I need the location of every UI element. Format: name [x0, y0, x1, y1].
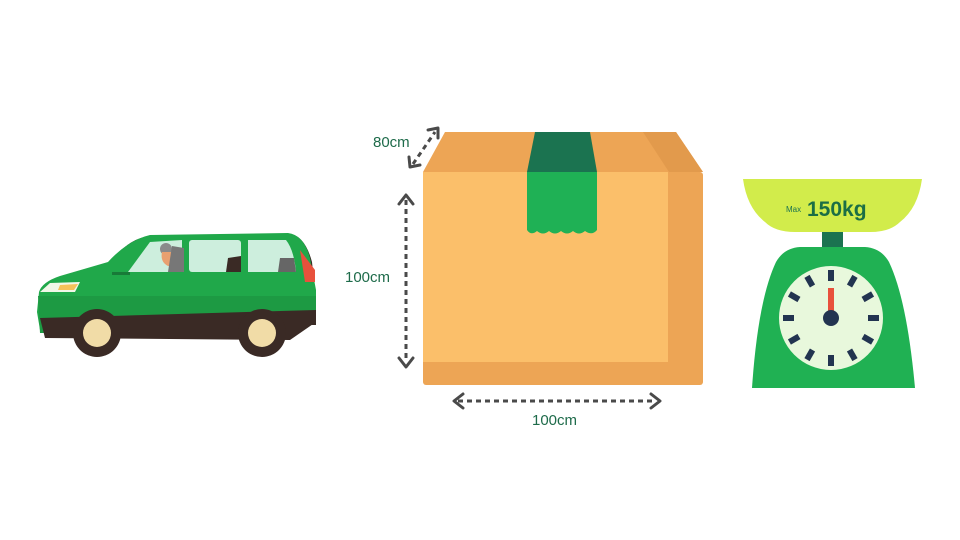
dial-tick — [861, 333, 875, 345]
front-wheel — [73, 309, 121, 357]
scale-max-prefix: Max — [786, 205, 801, 214]
depth-arrow — [407, 126, 440, 169]
dial-tick — [783, 315, 794, 321]
dial-tick — [787, 291, 801, 303]
dial-tick — [868, 315, 879, 321]
scale-illustration — [743, 179, 922, 388]
tape-front — [527, 172, 597, 234]
dial-tick — [828, 270, 834, 281]
scale-bowl — [743, 179, 922, 232]
car-illustration — [37, 233, 316, 357]
scale-max-weight: 150kg — [807, 198, 867, 221]
tape-top — [527, 132, 597, 172]
dial-tick — [787, 333, 801, 345]
depth-label: 80cm — [373, 134, 410, 151]
scale-neck — [822, 232, 843, 248]
dial-tick — [846, 348, 858, 362]
dial-ticks — [783, 270, 879, 366]
dial-tick — [828, 355, 834, 366]
dial-needle — [828, 288, 834, 314]
width-arrow — [452, 392, 662, 410]
width-label: 100cm — [532, 412, 577, 429]
rear-wheel — [238, 309, 286, 357]
dial-tick — [804, 348, 816, 362]
tail-light — [300, 250, 315, 282]
box-illustration — [423, 132, 703, 385]
dial-tick — [861, 291, 875, 303]
height-label: 100cm — [345, 269, 390, 286]
height-arrow — [397, 193, 415, 369]
dial-tick — [846, 274, 858, 288]
dial-tick — [804, 274, 816, 288]
dial-hub — [823, 310, 839, 326]
